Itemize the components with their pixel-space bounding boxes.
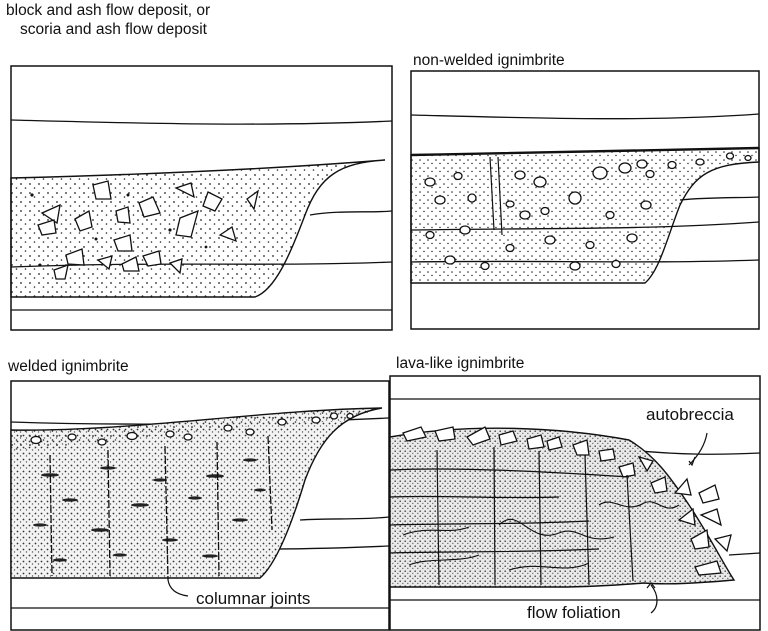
panel-1-title-line-1: block and ash flow deposit, or (6, 2, 210, 20)
panel-3-title: welded ignimbrite (8, 358, 129, 376)
callout-columnar-joints: columnar joints (196, 589, 310, 609)
panel-4-title: lava-like ignimbrite (396, 355, 524, 373)
panel-block-and-ash (10, 65, 393, 331)
callout-autobreccia: autobreccia (646, 405, 734, 425)
panel-non-welded-ignimbrite (410, 70, 760, 330)
panel-2-title: non-welded ignimbrite (413, 52, 565, 70)
callout-flow-foliation: flow foliation (527, 603, 621, 623)
panel-1-title-line-2: scoria and ash flow deposit (20, 21, 207, 39)
